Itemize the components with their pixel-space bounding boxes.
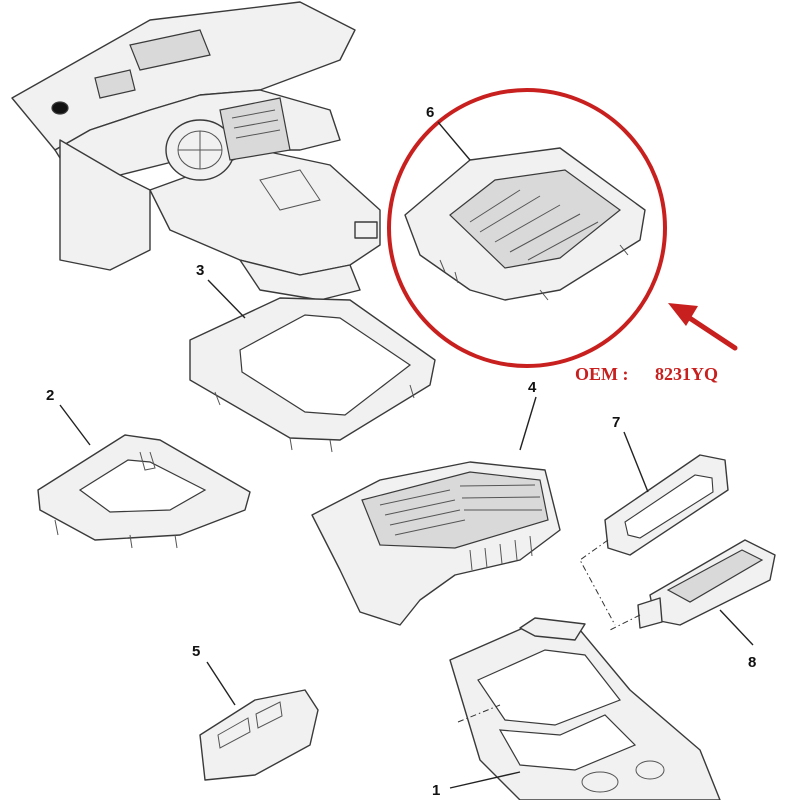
callout-4: 4: [528, 379, 537, 396]
callout-3: 3: [196, 262, 204, 279]
part-7-switch-frame: [604, 454, 729, 556]
part-8-storage-pocket: [637, 539, 776, 629]
part-3-display-frame: [189, 297, 436, 453]
part-5-switch-module: [199, 689, 319, 781]
callout-6: 6: [426, 104, 434, 121]
callout-7: 7: [612, 414, 620, 431]
part-1-center-console: [449, 617, 721, 800]
oem-code: 8231YQ: [655, 364, 718, 384]
part-6-storage-tray: [404, 147, 646, 301]
highlight-circle: [387, 88, 667, 368]
leader-lines: [59, 121, 754, 789]
assembly-line-8: [609, 614, 641, 631]
callout-5: 5: [192, 643, 200, 660]
callout-1: 1: [432, 782, 440, 799]
assembly-line-1: [457, 704, 501, 723]
oem-label: OEM :: [575, 364, 629, 384]
dashboard-overview: [11, 1, 381, 301]
callout-2: 2: [46, 387, 54, 404]
arrow-pointer-icon: [668, 303, 738, 351]
assembly-line-7: [579, 539, 616, 626]
callout-8: 8: [748, 654, 756, 671]
part-2-bezel: [37, 434, 251, 549]
part-4-air-vent-panel: [311, 461, 561, 626]
